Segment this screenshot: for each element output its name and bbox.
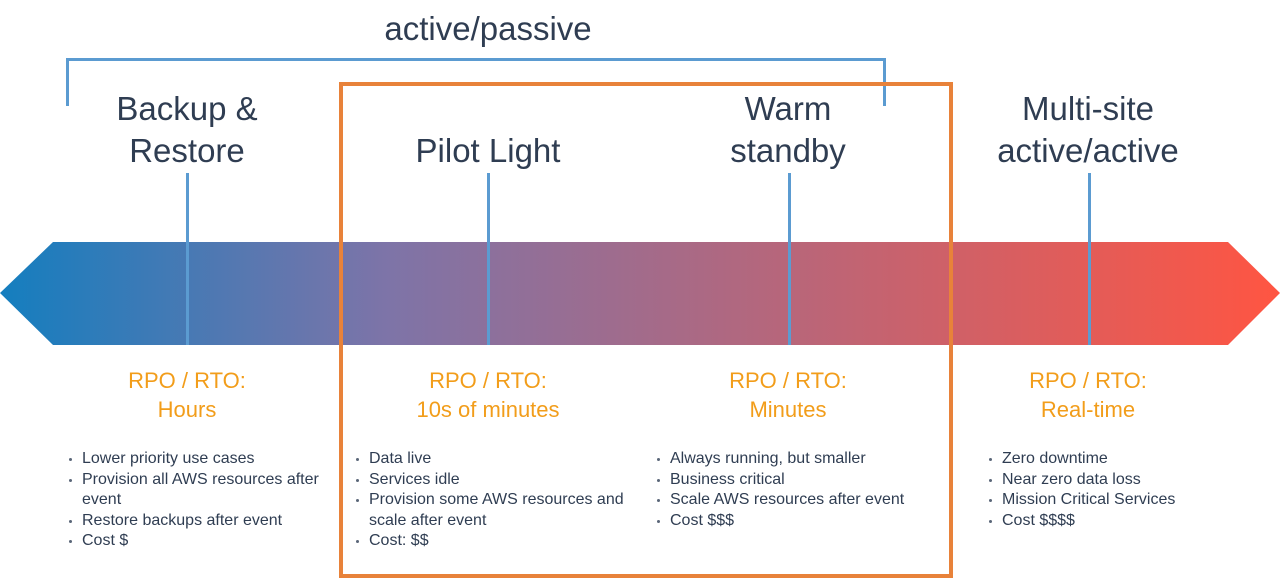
- list-item: Mission Critical Services: [1002, 490, 1262, 511]
- list-item: Zero downtime: [1002, 449, 1262, 470]
- bullets-pilot-light: Data live Services idle Provision some A…: [353, 449, 639, 552]
- list-item: Provision all AWS resources after event: [82, 470, 332, 511]
- list-item: Services idle: [369, 470, 639, 491]
- list-item: Provision some AWS resources and scale a…: [369, 490, 639, 531]
- list-item: Cost $$$$: [1002, 511, 1262, 532]
- strategy-title-pilot-light: Pilot Light: [415, 132, 561, 169]
- list-item: Lower priority use cases: [82, 449, 332, 470]
- stem-pilot-light: [487, 173, 490, 345]
- highlight-box: [339, 82, 953, 578]
- bullets-warm-standby: Always running, but smaller Business cri…: [654, 449, 955, 531]
- list-item: Cost $$$: [670, 511, 955, 532]
- list-item: Data live: [369, 449, 639, 470]
- bullets-backup-restore: Lower priority use cases Provision all A…: [66, 449, 332, 552]
- strategy-title-backup-restore: Backup & Restore: [116, 90, 258, 169]
- list-item: Cost: $$: [369, 531, 639, 552]
- spectrum-arrow: [0, 242, 1280, 345]
- bracket-label: active/passive: [384, 10, 592, 47]
- stem-warm-standby: [788, 173, 791, 345]
- list-item: Cost $: [82, 531, 332, 552]
- list-item: Restore backups after event: [82, 511, 332, 532]
- rpo-warm-standby: RPO / RTO: Minutes: [729, 368, 847, 422]
- rpo-backup-restore: RPO / RTO: Hours: [128, 368, 246, 422]
- stem-backup-restore: [186, 173, 189, 345]
- strategy-title-multi-site: Multi-site active/active: [997, 90, 1179, 169]
- strategy-title-warm-standby: Warm standby: [730, 90, 846, 169]
- list-item: Business critical: [670, 470, 955, 491]
- bullets-multi-site: Zero downtime Near zero data loss Missio…: [986, 449, 1262, 531]
- stem-multi-site: [1088, 173, 1091, 345]
- rpo-pilot-light: RPO / RTO: 10s of minutes: [416, 368, 560, 422]
- list-item: Always running, but smaller: [670, 449, 955, 470]
- rpo-multi-site: RPO / RTO: Real-time: [1029, 368, 1147, 422]
- list-item: Near zero data loss: [1002, 470, 1262, 491]
- list-item: Scale AWS resources after event: [670, 490, 955, 511]
